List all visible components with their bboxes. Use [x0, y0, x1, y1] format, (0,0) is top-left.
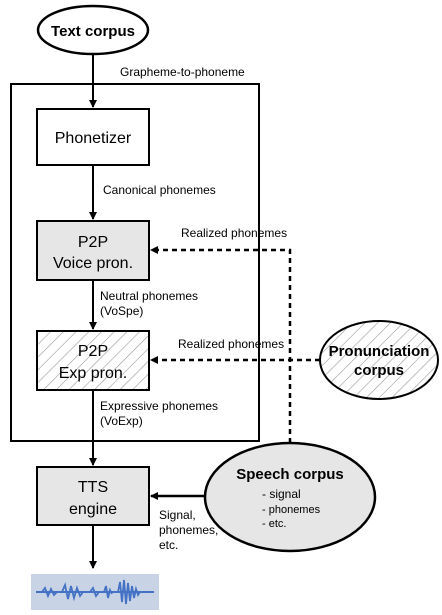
- p2p-voice-label-1: P2P: [78, 234, 108, 251]
- edge-signal-label-2: phonemes,: [159, 523, 218, 537]
- edge-expressive-label-2: (VoExp): [100, 414, 143, 428]
- tts-engine-node: [36, 466, 150, 526]
- edge-realized-voice-label: Realized phonemes: [181, 226, 287, 240]
- speech-corpus-item-signal: - signal: [262, 487, 301, 501]
- speech-corpus-item-etc: - etc.: [262, 518, 286, 530]
- p2p-exp-label-2: Exp pron.: [59, 365, 127, 382]
- edge-realized-exp-label: Realized phonemes: [178, 337, 284, 351]
- waveform-image: [31, 574, 159, 610]
- edge-neutral-label-1: Neutral phonemes: [100, 289, 198, 303]
- pronunciation-corpus-label-2: corpus: [354, 362, 404, 379]
- p2p-voice-node: [36, 220, 150, 281]
- edge-signal-label-1: Signal,: [159, 508, 196, 522]
- text-corpus-node: [36, 4, 150, 56]
- edge-realized-voice: [150, 246, 292, 443]
- edge-neutral-label-2: (VoSpe): [100, 304, 143, 318]
- edge-canonical-label: Canonical phonemes: [103, 183, 216, 197]
- p2p-exp-node: [36, 330, 150, 391]
- phonetizer-label: Phonetizer: [55, 130, 132, 147]
- p2p-exp-label-1: P2P: [78, 343, 108, 360]
- speech-corpus-item-phonemes: - phonemes: [262, 504, 321, 516]
- text-corpus-label: Text corpus: [51, 23, 135, 40]
- pronunciation-corpus-label-1: Pronunciation: [329, 343, 430, 360]
- system-frame: [10, 83, 260, 442]
- p2p-voice-label-2: Voice pron.: [53, 255, 133, 272]
- tts-label-2: engine: [69, 501, 117, 518]
- pronunciation-corpus-node: [319, 320, 439, 400]
- edge-g2p-label: Grapheme-to-phoneme: [120, 65, 245, 79]
- phonetizer-node: [36, 108, 150, 166]
- edge-signal-label-3: etc.: [159, 538, 178, 552]
- edge-expressive-label-1: Expressive phonemes: [100, 399, 218, 413]
- tts-label-1: TTS: [78, 479, 108, 496]
- speech-corpus-title: Speech corpus: [236, 466, 344, 483]
